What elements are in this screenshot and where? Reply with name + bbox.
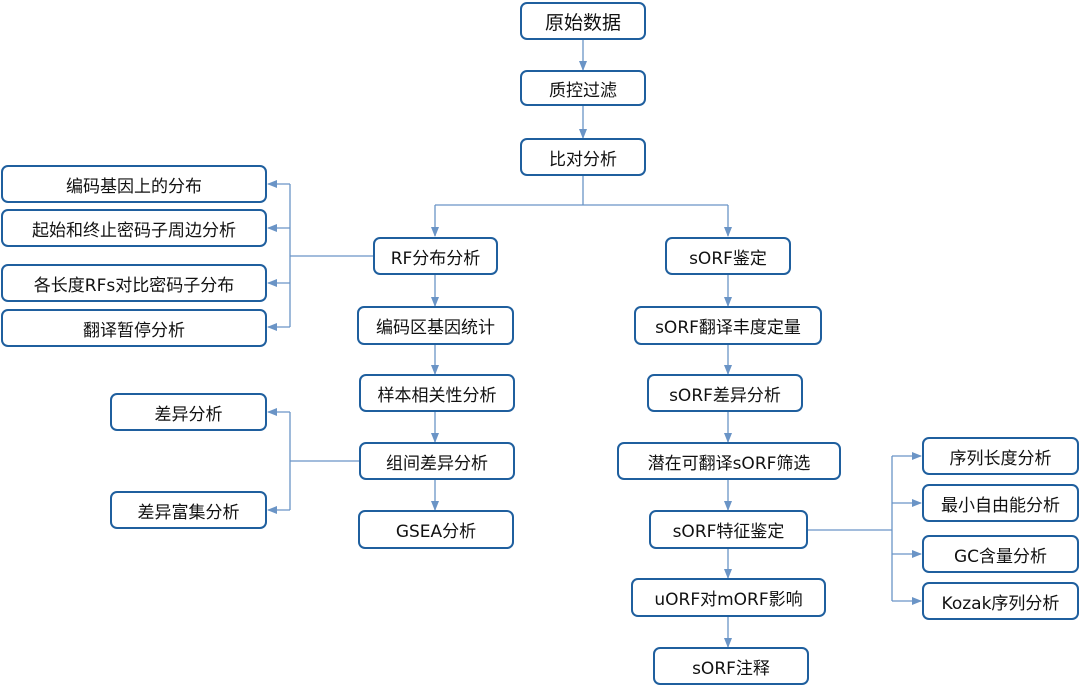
node-sample-correlation: 样本相关性分析	[359, 374, 515, 412]
node-sorf-diff: sORF差异分析	[647, 374, 803, 412]
node-sorf-identification: sORF鉴定	[665, 237, 791, 275]
node-gsea: GSEA分析	[358, 510, 514, 549]
node-diff-sub-enrichment: 差异富集分析	[110, 491, 267, 529]
node-rf-analysis: RF分布分析	[373, 237, 498, 275]
node-feat-sub-sequence-length: 序列长度分析	[922, 437, 1079, 475]
node-quality-filter: 质控过滤	[520, 70, 646, 106]
node-feat-sub-gc-content: GC含量分析	[922, 535, 1079, 573]
node-feat-sub-kozak: Kozak序列分析	[922, 582, 1079, 620]
node-sorf-features: sORF特征鉴定	[649, 510, 808, 549]
node-cds-gene-stats: 编码区基因统计	[357, 306, 514, 345]
node-sorf-screening: 潜在可翻译sORF筛选	[617, 442, 841, 480]
node-uorf-effect: uORF对mORF影响	[631, 578, 826, 617]
node-feat-sub-min-free-energy: 最小自由能分析	[922, 484, 1079, 522]
node-rf-sub-length-codon: 各长度RFs对比密码子分布	[1, 264, 267, 302]
node-raw-data: 原始数据	[520, 2, 646, 40]
node-diff-sub-analysis: 差异分析	[110, 393, 267, 431]
node-rf-sub-start-stop-codon: 起始和终止密码子周边分析	[1, 209, 267, 247]
node-rf-sub-translation-pause: 翻译暂停分析	[1, 309, 267, 347]
node-group-diff: 组间差异分析	[359, 442, 515, 480]
node-alignment: 比对分析	[520, 138, 646, 176]
node-sorf-annotation: sORF注释	[653, 647, 809, 685]
node-rf-sub-coding-gene-distribution: 编码基因上的分布	[1, 165, 267, 203]
node-sorf-abundance: sORF翻译丰度定量	[634, 306, 822, 345]
